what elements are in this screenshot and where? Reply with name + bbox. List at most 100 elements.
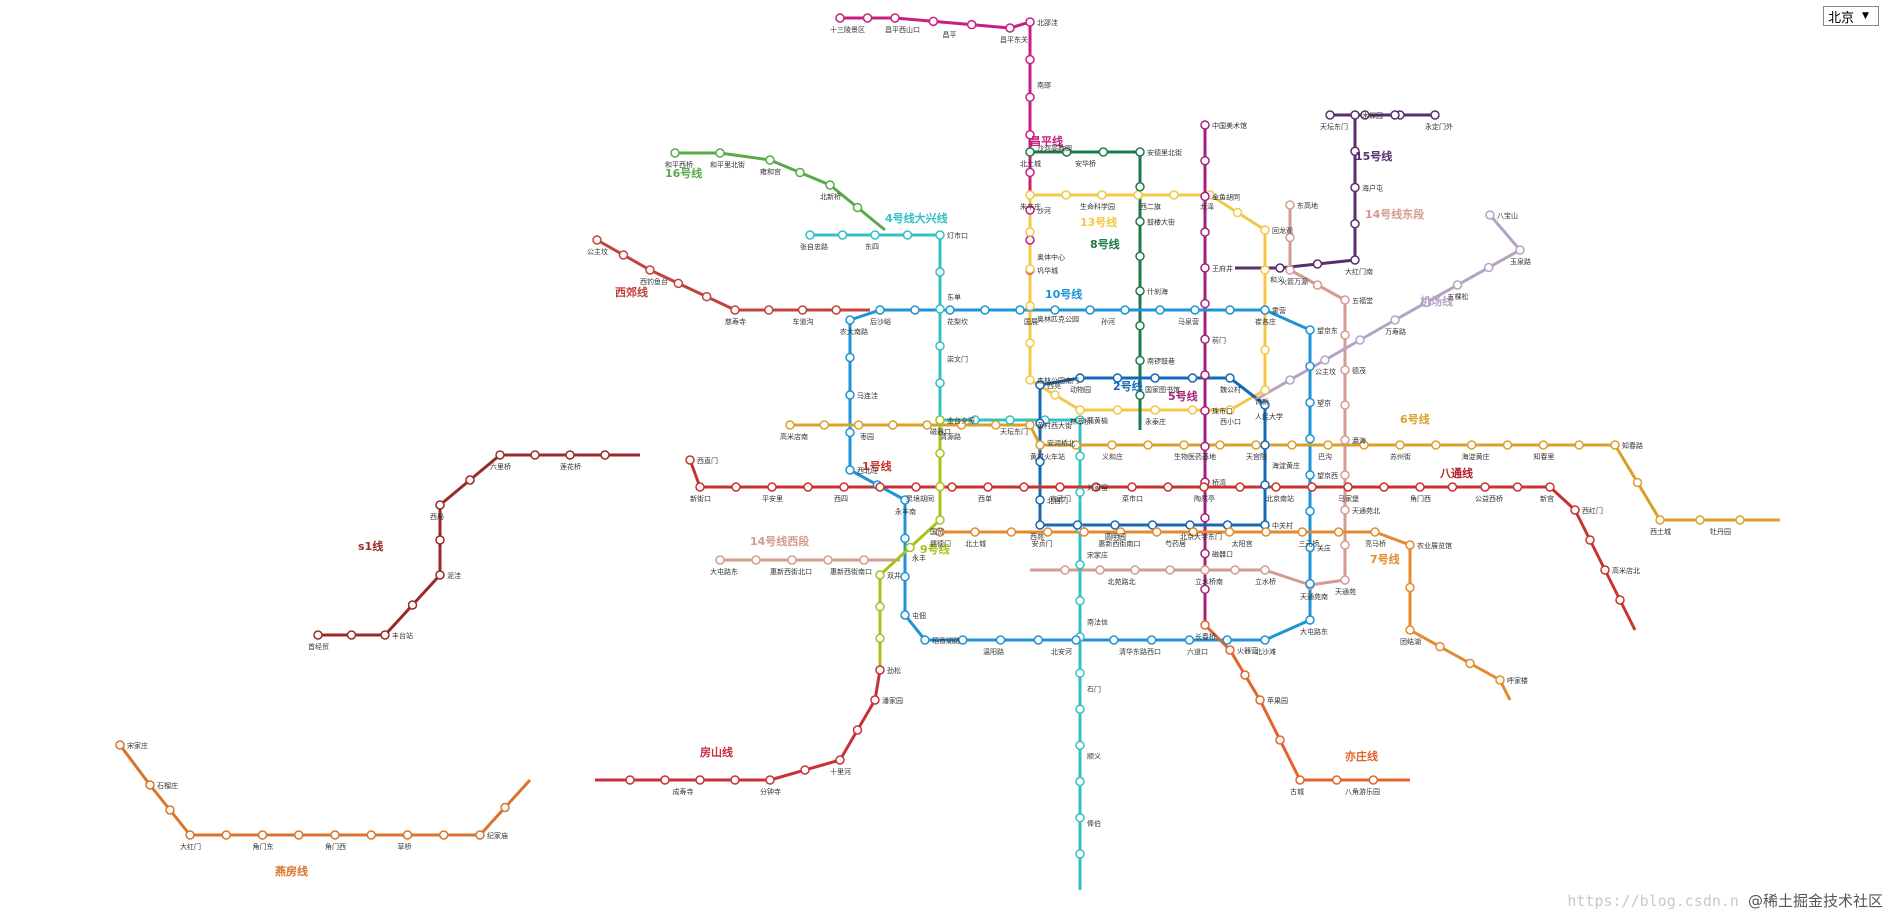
station-marker[interactable] <box>1735 515 1745 525</box>
station-marker[interactable] <box>1200 548 1210 559</box>
station-marker[interactable] <box>1340 505 1350 515</box>
station-marker[interactable] <box>845 315 855 325</box>
station-marker[interactable] <box>1261 527 1271 537</box>
station-marker[interactable] <box>1484 262 1494 273</box>
station-marker[interactable] <box>1127 482 1137 492</box>
station-marker[interactable] <box>983 482 993 492</box>
station-marker[interactable] <box>1260 480 1270 490</box>
station-marker[interactable] <box>715 555 725 565</box>
station-marker[interactable] <box>935 267 945 277</box>
station-marker[interactable] <box>1260 440 1270 450</box>
station-marker[interactable] <box>1350 182 1360 193</box>
station-marker[interactable] <box>495 450 505 460</box>
station-marker[interactable] <box>935 527 945 537</box>
station-marker[interactable] <box>765 155 775 165</box>
station-marker[interactable] <box>1615 595 1625 605</box>
station-marker[interactable] <box>751 555 761 565</box>
station-marker[interactable] <box>346 630 357 640</box>
station-marker[interactable] <box>935 515 945 525</box>
station-marker[interactable] <box>875 305 885 315</box>
station-marker[interactable] <box>767 482 777 492</box>
station-marker[interactable] <box>1512 482 1523 492</box>
station-marker[interactable] <box>221 830 231 840</box>
station-marker[interactable] <box>1071 635 1081 645</box>
station-marker[interactable] <box>1502 440 1513 450</box>
station-marker[interactable] <box>1200 191 1210 202</box>
station-marker[interactable] <box>565 450 575 460</box>
station-marker[interactable] <box>592 235 602 245</box>
station-marker[interactable] <box>1179 440 1189 450</box>
station-marker[interactable] <box>875 570 885 580</box>
station-marker[interactable] <box>1135 355 1145 366</box>
station-marker[interactable] <box>845 465 855 475</box>
station-marker[interactable] <box>313 630 323 640</box>
station-marker[interactable] <box>1415 482 1425 492</box>
station-marker[interactable] <box>1215 440 1225 450</box>
station-marker[interactable] <box>1112 405 1123 415</box>
station-marker[interactable] <box>1312 259 1323 269</box>
station-marker[interactable] <box>1340 365 1350 375</box>
station-marker[interactable] <box>730 305 740 315</box>
station-marker[interactable] <box>1405 625 1415 635</box>
station-marker[interactable] <box>970 527 980 537</box>
station-marker[interactable] <box>1222 635 1232 645</box>
station-marker[interactable] <box>1107 440 1117 450</box>
station-marker[interactable] <box>1340 470 1350 480</box>
station-marker[interactable] <box>1135 147 1145 157</box>
station-marker[interactable] <box>1200 334 1210 345</box>
station-marker[interactable] <box>1379 482 1389 492</box>
station-marker[interactable] <box>435 570 445 580</box>
station-marker[interactable] <box>1305 434 1315 444</box>
station-marker[interactable] <box>1075 415 1085 425</box>
station-marker[interactable] <box>1085 305 1095 315</box>
station-marker[interactable] <box>695 775 705 785</box>
station-marker[interactable] <box>935 415 945 425</box>
station-marker[interactable] <box>1305 579 1315 589</box>
station-marker[interactable] <box>1075 487 1085 498</box>
station-marker[interactable] <box>900 610 910 620</box>
station-marker[interactable] <box>765 775 775 785</box>
station-marker[interactable] <box>1305 361 1315 371</box>
station-marker[interactable] <box>1147 520 1158 530</box>
station-marker[interactable] <box>407 600 418 610</box>
station-marker[interactable] <box>660 775 670 785</box>
station-marker[interactable] <box>995 635 1006 645</box>
station-marker[interactable] <box>947 482 957 492</box>
station-marker[interactable] <box>1235 482 1245 492</box>
station-marker[interactable] <box>115 740 125 750</box>
station-marker[interactable] <box>465 475 475 485</box>
station-marker[interactable] <box>1135 321 1145 331</box>
station-marker[interactable] <box>1025 54 1035 65</box>
station-marker[interactable] <box>900 571 910 582</box>
station-marker[interactable] <box>1285 232 1295 243</box>
station-marker[interactable] <box>645 265 655 275</box>
station-marker[interactable] <box>1350 110 1360 120</box>
station-marker[interactable] <box>875 633 885 644</box>
station-marker[interactable] <box>1390 110 1400 120</box>
station-marker[interactable] <box>1312 280 1323 290</box>
station-marker[interactable] <box>1075 776 1085 787</box>
station-marker[interactable] <box>890 13 900 23</box>
station-marker[interactable] <box>1430 110 1440 120</box>
station-marker[interactable] <box>990 420 1001 430</box>
station-marker[interactable] <box>870 695 880 705</box>
station-marker[interactable] <box>1305 470 1315 480</box>
station-marker[interactable] <box>1199 482 1209 492</box>
station-marker[interactable] <box>1015 305 1025 315</box>
station-marker[interactable] <box>1325 110 1335 120</box>
station-marker[interactable] <box>1340 435 1350 445</box>
station-marker[interactable] <box>1480 482 1490 492</box>
station-marker[interactable] <box>935 448 945 459</box>
station-marker[interactable] <box>803 482 813 492</box>
station-marker[interactable] <box>970 415 980 425</box>
station-marker[interactable] <box>1260 565 1270 575</box>
station-marker[interactable] <box>845 352 855 363</box>
station-marker[interactable] <box>1150 405 1160 415</box>
station-marker[interactable] <box>958 635 968 645</box>
station-marker[interactable] <box>1200 565 1210 575</box>
station-marker[interactable] <box>731 482 741 492</box>
station-marker[interactable] <box>935 304 945 314</box>
station-marker[interactable] <box>902 230 913 240</box>
station-marker[interactable] <box>1200 513 1210 523</box>
station-marker[interactable] <box>1133 190 1143 200</box>
